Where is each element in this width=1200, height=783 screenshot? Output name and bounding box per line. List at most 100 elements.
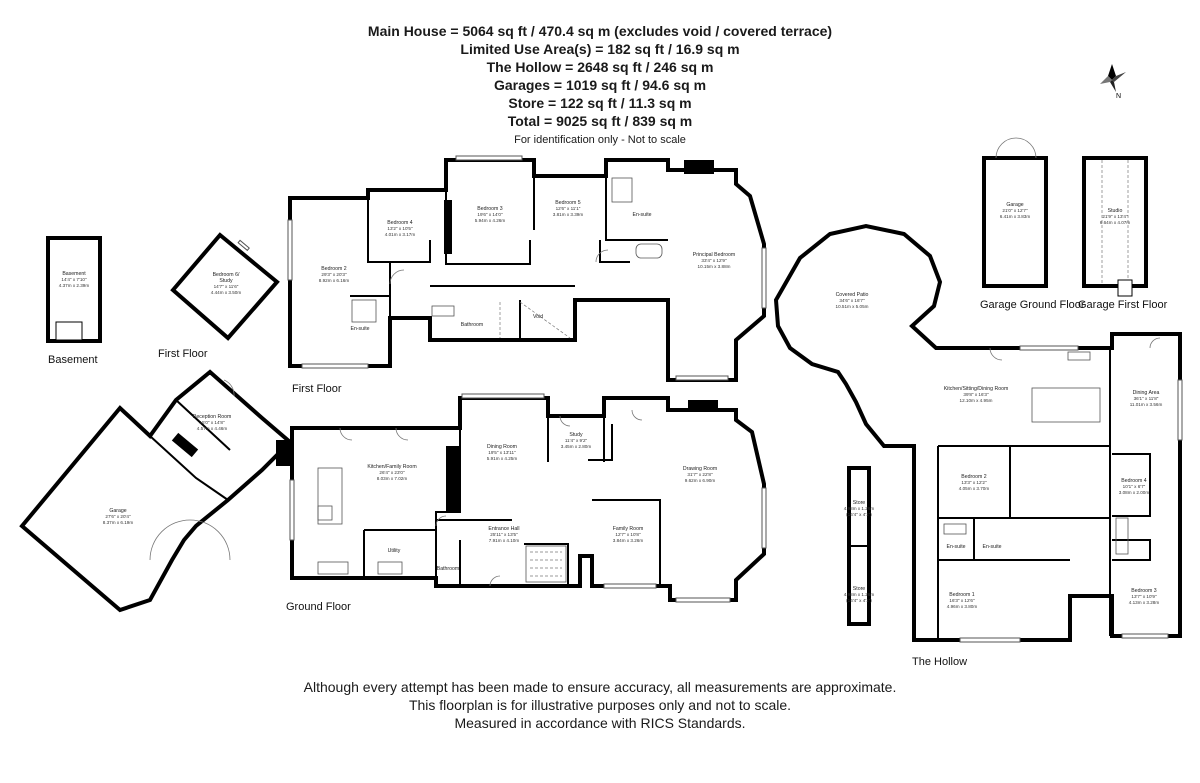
floor-label-first-floor-small: First Floor (158, 348, 208, 360)
room-bedroom6-dim-imperial: 14'7" x 11'6" (214, 284, 239, 289)
room-garage2-name: Garage (1006, 202, 1023, 208)
room-hollow-bedroom2-name: Bedroom 2 (961, 474, 986, 480)
room-dining-dim-imperial: 19'5" x 13'11" (488, 450, 516, 455)
room-dining-name: Dining Room (487, 444, 517, 450)
room-bathroom-gf-name: Bathroom (437, 566, 460, 572)
room-hollow-bedroom2-dim-imperial: 13'3" x 12'2" (961, 480, 987, 485)
room-garage-gf-dim-metric: 8.37m x 6.19m (103, 520, 134, 525)
room-bedroom2-ff-name: Bedroom 2 (321, 266, 346, 272)
room-hollow-bedroom3-dim-imperial: 13'7" x 10'9" (1131, 594, 1157, 599)
ground-floor-west-wing: Garage 27'6" x 20'4" 8.37m x 6.19m Recep… (19, 369, 293, 613)
room-reception-dim-metric: 4.57m x 4.46m (197, 426, 228, 431)
floor-label-the-hollow: The Hollow (912, 656, 967, 668)
summary-limited-use: Limited Use Area(s) = 182 sq ft / 16.9 s… (460, 41, 740, 57)
compass-icon: N (1100, 64, 1126, 100)
room-entrance-hall-dim-metric: 7.91m x 4.10m (489, 538, 520, 543)
disclaimer-line-illustrative: This floorplan is for illustrative purpo… (408, 697, 792, 713)
basement-plan: Basement 14'4" x 7'10" 4.37m x 2.39m Bas… (46, 236, 102, 366)
room-store1-dim-metric: 4.98m x 1.26m (844, 506, 875, 511)
room-basement-name: Basement (62, 271, 86, 277)
room-hollow-bedroom1-dim-metric: 4.96m x 3.80m (947, 604, 978, 609)
room-hollow-dining-dim-imperial: 36'1" x 11'8" (1134, 396, 1159, 401)
room-bedroom4-ff-dim-imperial: 13'2" x 10'5" (387, 226, 413, 231)
room-bedroom5-ff-dim-imperial: 12'6" x 11'1" (556, 206, 581, 211)
room-hollow-kitchen-dim-imperial: 39'8" x 16'3" (963, 392, 989, 397)
room-drawing-dim-imperial: 31'7" x 22'8" (687, 472, 713, 477)
room-entrance-hall-dim-imperial: 25'11" x 13'5" (490, 532, 518, 537)
room-bedroom6-dim-metric: 4.44m x 3.50m (211, 290, 242, 295)
room-bedroom6-name-line2: Study (219, 278, 233, 284)
room-garage2-dim-imperial: 21'0" x 12'7" (1002, 208, 1028, 213)
room-hollow-bedroom4-dim-metric: 3.08m x 2.00m (1119, 490, 1150, 495)
room-garage2-dim-metric: 6.41m x 3.83m (1000, 214, 1031, 219)
room-store2-dim-metric: 4.98m x 1.26m (844, 592, 875, 597)
room-store1-dim-imperial: (16'4" x 4'1") (846, 512, 872, 517)
room-family-dim-metric: 3.84m x 3.26m (613, 538, 644, 543)
room-hollow-ensuite2-name: En-suite (982, 544, 1001, 550)
garage-ground-walls (982, 156, 1048, 288)
basement-walls (46, 236, 102, 343)
room-hollow-bedroom2-dim-metric: 4.05m x 3.70m (959, 486, 990, 491)
garage-buildings-plan: Garage 21'0" x 12'7" 6.41m x 3.83m Garag… (980, 137, 1168, 311)
room-entrance-hall-name: Entrance Hall (488, 526, 519, 532)
floor-label-garage-first: Garage First Floor (1078, 299, 1168, 311)
basement-stair (55, 321, 83, 341)
room-bedroom2-ff-dim-metric: 8.92m x 6.16m (319, 278, 350, 283)
room-hollow-bedroom4-dim-imperial: 10'1" x 6'7" (1123, 484, 1146, 489)
room-bedroom2-ff-dim-imperial: 29'3" x 20'3" (321, 272, 347, 277)
studio-walls (1082, 156, 1148, 288)
room-kitchen-family-dim-metric: 8.03m x 7.02m (377, 476, 408, 481)
summary-hollow: The Hollow = 2648 sq ft / 246 sq m (486, 59, 714, 75)
room-studio-name: Studio (1108, 208, 1123, 214)
room-study-dim-metric: 3.45m x 2.80m (561, 444, 592, 449)
compass-north-label: N (1116, 93, 1121, 100)
disclaimer-line-accuracy: Although every attempt has been made to … (303, 679, 897, 695)
room-covered-patio-dim-metric: 10.51m x 5.05m (836, 304, 869, 309)
room-drawing-dim-metric: 9.62m x 6.90m (685, 478, 716, 483)
room-covered-patio-name: Covered Patio (836, 292, 869, 298)
room-basement-dim-imperial: 14'4" x 7'10" (61, 277, 87, 282)
room-bedroom4-ff-name: Bedroom 4 (387, 220, 412, 226)
room-store1-name: Store (853, 500, 866, 506)
disclaimer-line-rics: Measured in accordance with RICS Standar… (454, 715, 746, 731)
room-hollow-bedroom1-dim-imperial: 16'3" x 12'6" (949, 598, 975, 603)
room-covered-patio-dim-imperial: 34'6" x 16'7" (839, 298, 865, 303)
room-family-name: Family Room (613, 526, 644, 532)
room-studio-dim-metric: 6.64m x 4.07m (1100, 220, 1131, 225)
ground-floor-outer-walls (290, 396, 766, 602)
room-principal-bedroom-name: Principal Bedroom (693, 252, 735, 258)
room-hollow-ensuite1-name: En-suite (946, 544, 965, 550)
floor-label-basement: Basement (48, 354, 98, 366)
room-hollow-bedroom4-name: Bedroom 4 (1121, 478, 1146, 484)
room-dining-dim-metric: 5.91m x 4.25m (487, 456, 518, 461)
room-hollow-kitchen-name: Kitchen/Sitting/Dining Room (944, 386, 1009, 392)
room-bathroom-ff-name: Bathroom (461, 322, 484, 328)
disclaimer: Although every attempt has been made to … (0, 678, 1200, 732)
room-bedroom5-ff-name: Bedroom 5 (555, 200, 580, 206)
room-bedroom5-ff-dim-metric: 3.81m x 3.39m (553, 212, 584, 217)
room-hollow-bedroom3-dim-metric: 4.13m x 3.28m (1129, 600, 1160, 605)
room-bedroom4-ff-dim-metric: 4.01m x 3.17m (385, 232, 416, 237)
floor-label-ground-floor: Ground Floor (286, 601, 351, 613)
room-hollow-bedroom3-name: Bedroom 3 (1131, 588, 1156, 594)
room-hollow-dining-dim-metric: 11.01m x 3.56m (1130, 402, 1163, 407)
room-hollow-kitchen-dim-metric: 12.10m x 4.95m (960, 398, 993, 403)
room-basement-dim-metric: 4.37m x 2.39m (59, 283, 90, 288)
floor-label-garage-ground: Garage Ground Floor (980, 299, 1085, 311)
room-kitchen-family-dim-imperial: 26'4" x 23'0" (379, 470, 405, 475)
room-bedroom6-name: Bedroom 6/ (213, 272, 240, 278)
area-summary: Main House = 5064 sq ft / 470.4 sq m (ex… (0, 22, 1200, 146)
room-reception-dim-imperial: 15'0" x 14'8" (199, 420, 225, 425)
summary-store: Store = 122 sq ft / 11.3 sq m (508, 95, 692, 111)
store-plan: Store 4.98m x 1.26m (16'4" x 4'1") Store… (844, 466, 875, 626)
room-garage-gf-name: Garage (109, 508, 126, 514)
summary-main-house: Main House = 5064 sq ft / 470.4 sq m (ex… (367, 23, 833, 39)
room-ensuite-bed2-name: En-suite (350, 326, 369, 332)
room-utility-name: Utility (388, 548, 401, 554)
room-principal-bedroom-dim-imperial: 33'4" x 12'9" (701, 258, 727, 263)
room-bedroom3-ff-dim-metric: 5.94m x 4.26m (475, 218, 506, 223)
room-drawing-name: Drawing Room (683, 466, 717, 472)
room-garage-gf-dim-imperial: 27'6" x 20'4" (105, 514, 131, 519)
floor-label-first-floor: First Floor (292, 383, 342, 395)
